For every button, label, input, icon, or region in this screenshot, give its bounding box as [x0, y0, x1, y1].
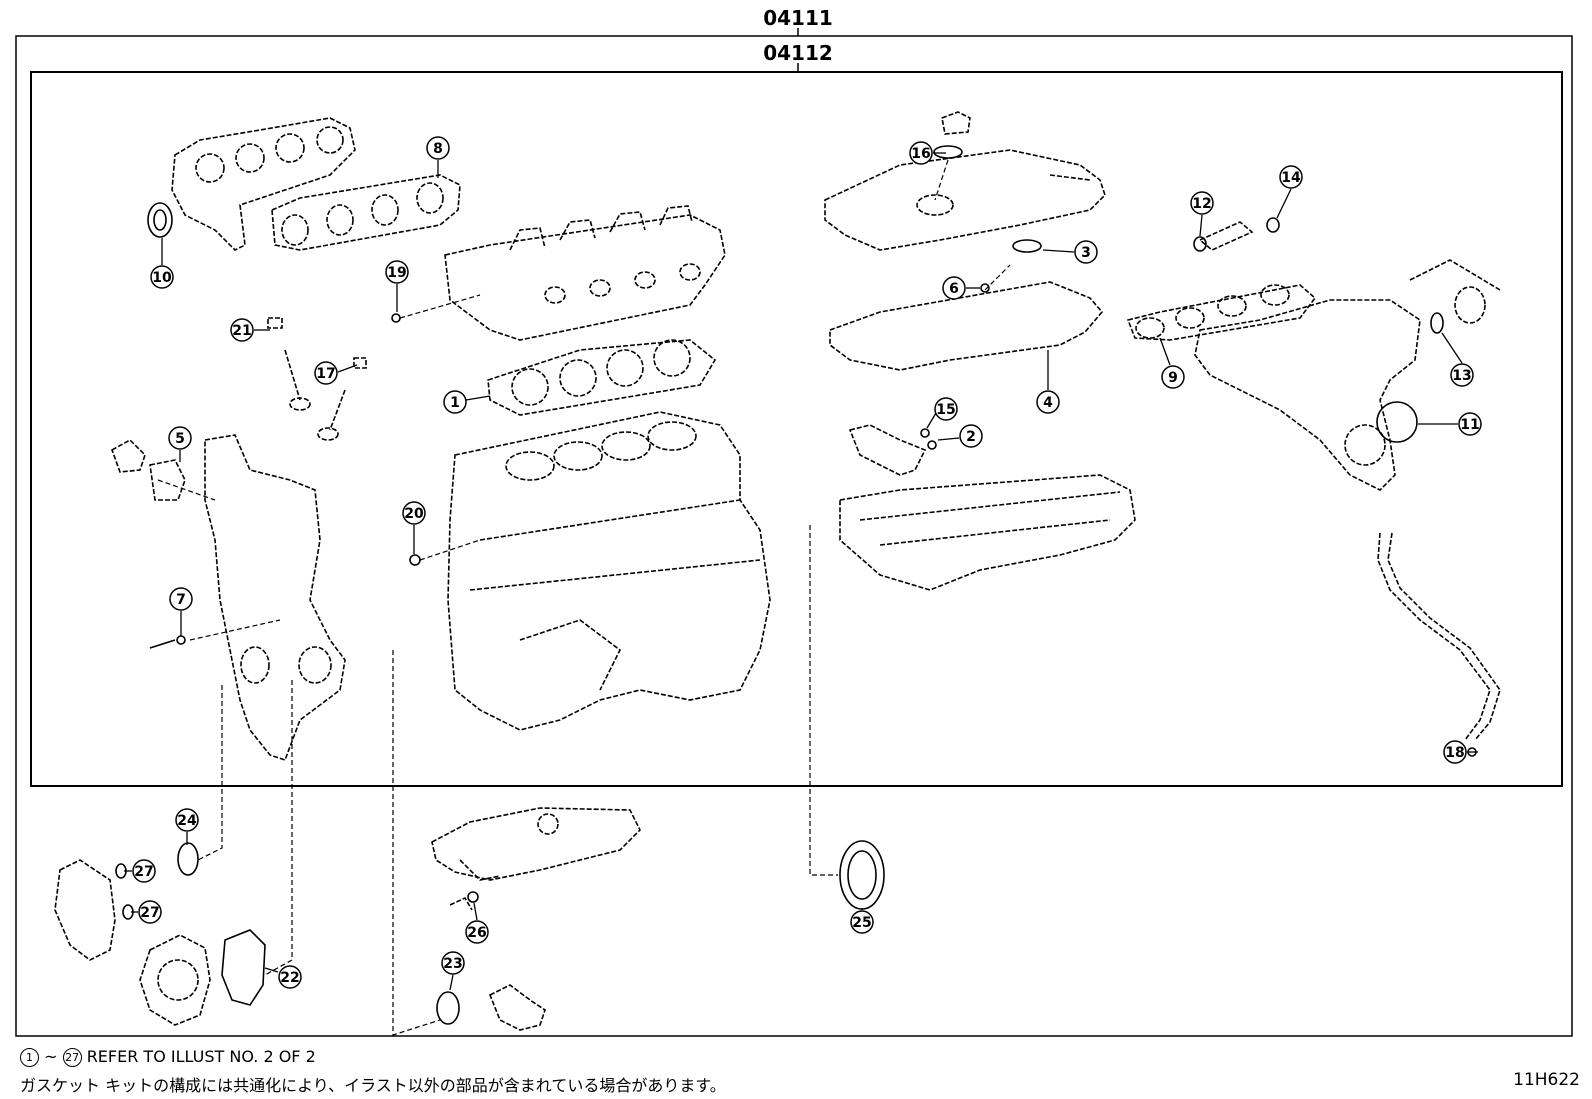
callout-16: 16 [909, 141, 933, 165]
water-pump-drawing [54, 859, 211, 1026]
range-tilde: ~ [44, 1047, 58, 1066]
svg-text:10: 10 [152, 270, 172, 286]
callout-20: 20 [402, 501, 426, 525]
callout-8: 8 [426, 136, 450, 160]
svg-text:11: 11 [1460, 417, 1479, 433]
svg-text:14: 14 [1281, 170, 1301, 186]
callout-18: 18 [1443, 740, 1467, 764]
svg-text:21: 21 [232, 323, 251, 339]
head-gasket-drawing [487, 339, 717, 416]
svg-text:22: 22 [280, 970, 299, 986]
svg-text:9: 9 [1168, 370, 1178, 386]
japanese-note: ガスケット キットの構成には共通化により、イラスト以外の部品が含まれている場合が… [20, 1076, 726, 1095]
callout-22: 22 [278, 965, 302, 989]
svg-text:27: 27 [140, 905, 159, 921]
outer-kit-code: 04111 [763, 6, 833, 30]
range-start-badge: 1 [20, 1048, 39, 1067]
svg-text:2: 2 [966, 429, 976, 445]
callout-13: 13 [1450, 363, 1474, 387]
svg-text:13: 13 [1452, 368, 1471, 384]
inner-kit-code: 04112 [763, 41, 833, 65]
callout-10: 10 [150, 265, 174, 289]
svg-text:8: 8 [433, 141, 443, 157]
svg-text:6: 6 [949, 281, 959, 297]
callout-11: 11 [1458, 412, 1482, 436]
callout-23: 23 [441, 951, 465, 975]
callout-25: 25 [850, 910, 874, 934]
svg-text:17: 17 [316, 366, 335, 382]
range-end-badge: 27 [62, 1048, 82, 1067]
callout-12: 12 [1190, 191, 1214, 215]
exhaust-manifold-drawing [171, 117, 356, 251]
callout-6: 6 [942, 276, 966, 300]
callout-26: 26 [465, 920, 489, 944]
callout-27a: 27 [132, 859, 156, 883]
intake-gasket-drawing [1126, 284, 1317, 341]
callout-24: 24 [175, 808, 199, 832]
callout-pointers [124, 152, 1478, 991]
callout-4: 4 [1036, 390, 1060, 414]
callout-19: 19 [385, 260, 409, 284]
svg-text:19: 19 [387, 265, 406, 281]
intake-manifold-drawing [1194, 259, 1501, 491]
illustration-code: 11H622 [1513, 1070, 1580, 1090]
svg-text:16: 16 [911, 146, 930, 162]
oil-pan-drawing [431, 807, 641, 881]
callout-7: 7 [169, 587, 193, 611]
svg-text:25: 25 [852, 915, 871, 931]
refer-note: 1 ~ 27 REFER TO ILLUST NO. 2 OF 2 [20, 1047, 316, 1067]
callout-15: 15 [934, 397, 958, 421]
refer-text: REFER TO ILLUST NO. 2 OF 2 [86, 1047, 316, 1066]
svg-text:12: 12 [1192, 196, 1211, 212]
callout-21: 21 [230, 318, 254, 342]
svg-text:1: 1 [450, 395, 460, 411]
svg-text:20: 20 [404, 506, 424, 522]
callout-17: 17 [314, 361, 338, 385]
cylinder-block-drawing [447, 411, 771, 731]
camshaft-housing-drawing [839, 424, 1136, 591]
svg-text:3: 3 [1081, 245, 1091, 261]
head-cover-drawing [824, 149, 1106, 251]
callout-9: 9 [1161, 365, 1185, 389]
svg-text:4: 4 [1043, 395, 1053, 411]
svg-text:5: 5 [175, 431, 185, 447]
svg-text:26: 26 [467, 925, 486, 941]
svg-text:23: 23 [443, 956, 462, 972]
svg-text:18: 18 [1445, 745, 1464, 761]
leader-lines [157, 159, 1011, 1036]
svg-text:7: 7 [176, 592, 186, 608]
exhaust-gasket-drawing [271, 174, 461, 251]
callout-1: 1 [443, 390, 467, 414]
svg-text:15: 15 [936, 402, 955, 418]
callout-14: 14 [1279, 165, 1303, 189]
kit-04111-frame [15, 35, 1573, 1037]
callout-27b: 27 [138, 900, 162, 924]
callouts: 1 2 3 4 5 6 7 8 9 10 11 12 13 14 15 16 1… [132, 136, 1482, 989]
timing-cover-drawing [204, 434, 346, 762]
callout-2: 2 [959, 424, 983, 448]
callout-5: 5 [168, 426, 192, 450]
cylinder-head-drawing [444, 205, 726, 341]
callout-3: 3 [1074, 240, 1098, 264]
kit-04112-frame [30, 71, 1563, 787]
parts-illustration [54, 111, 1501, 1031]
svg-text:24: 24 [177, 813, 197, 829]
svg-text:27: 27 [134, 864, 153, 880]
